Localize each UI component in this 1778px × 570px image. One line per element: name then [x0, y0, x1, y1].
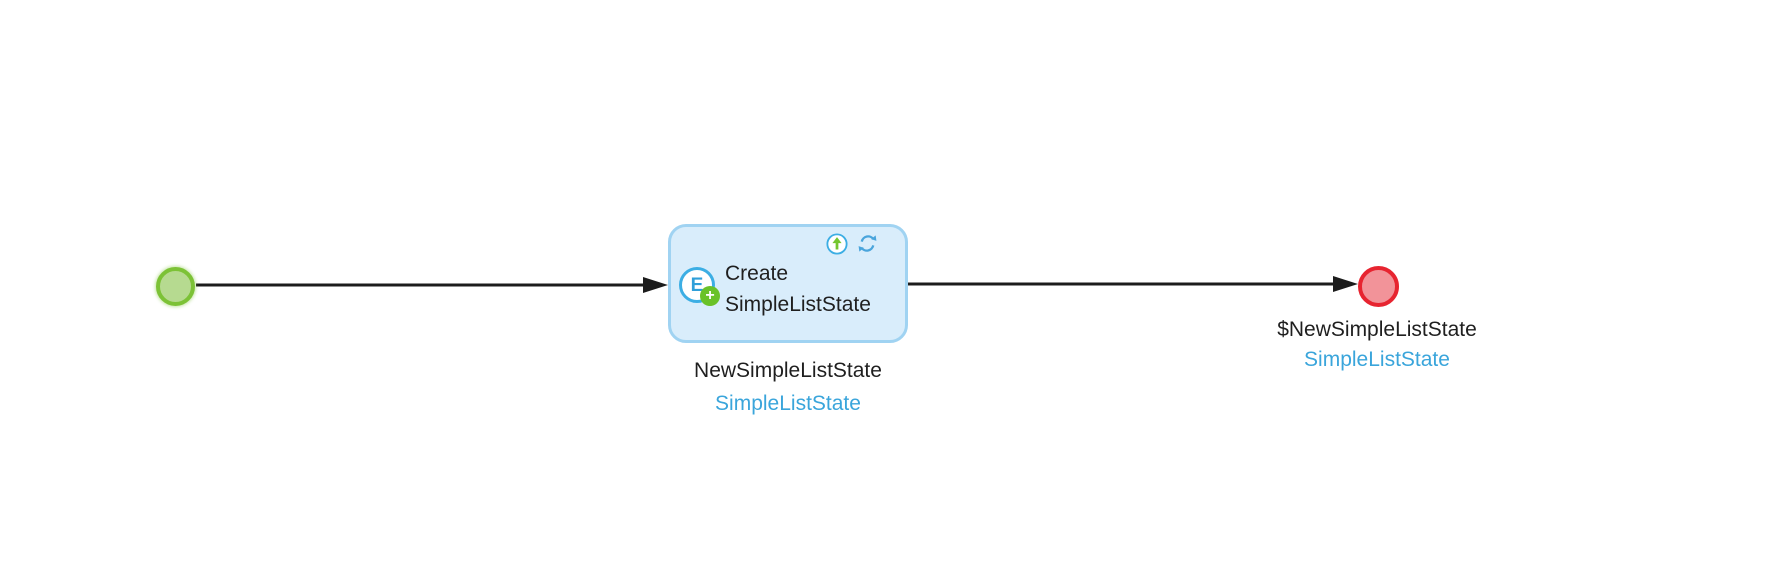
activity-label-line2: SimpleListState [725, 293, 871, 316]
node-corner-actions [826, 232, 879, 255]
activity-caption-type: SimpleListState [715, 392, 861, 415]
up-arrow-icon[interactable] [826, 232, 848, 255]
activity-label: Create SimpleListState [725, 258, 905, 320]
entity-letter: E [690, 274, 704, 296]
activity-node-create-simpleliststate[interactable]: E + Create SimpleListState [668, 224, 908, 343]
arrowhead-icon [1333, 276, 1358, 292]
connector-activity-to-end[interactable] [908, 276, 1358, 292]
arrowhead-icon [643, 277, 668, 293]
end-node[interactable] [1358, 266, 1399, 307]
start-node[interactable] [156, 267, 195, 306]
activity-caption-name: NewSimpleListState [694, 359, 882, 382]
activity-label-line1: Create [725, 262, 789, 285]
plus-badge-icon: + [700, 286, 720, 306]
entity-create-icon: E + [679, 267, 720, 306]
end-caption: $NewSimpleListState SimpleListState [1256, 315, 1498, 375]
activity-caption: NewSimpleListState SimpleListState [666, 354, 910, 420]
end-caption-type: SimpleListState [1304, 348, 1450, 371]
refresh-icon[interactable] [856, 232, 879, 255]
end-caption-name: $NewSimpleListState [1277, 318, 1477, 341]
connector-start-to-activity[interactable] [196, 277, 668, 293]
